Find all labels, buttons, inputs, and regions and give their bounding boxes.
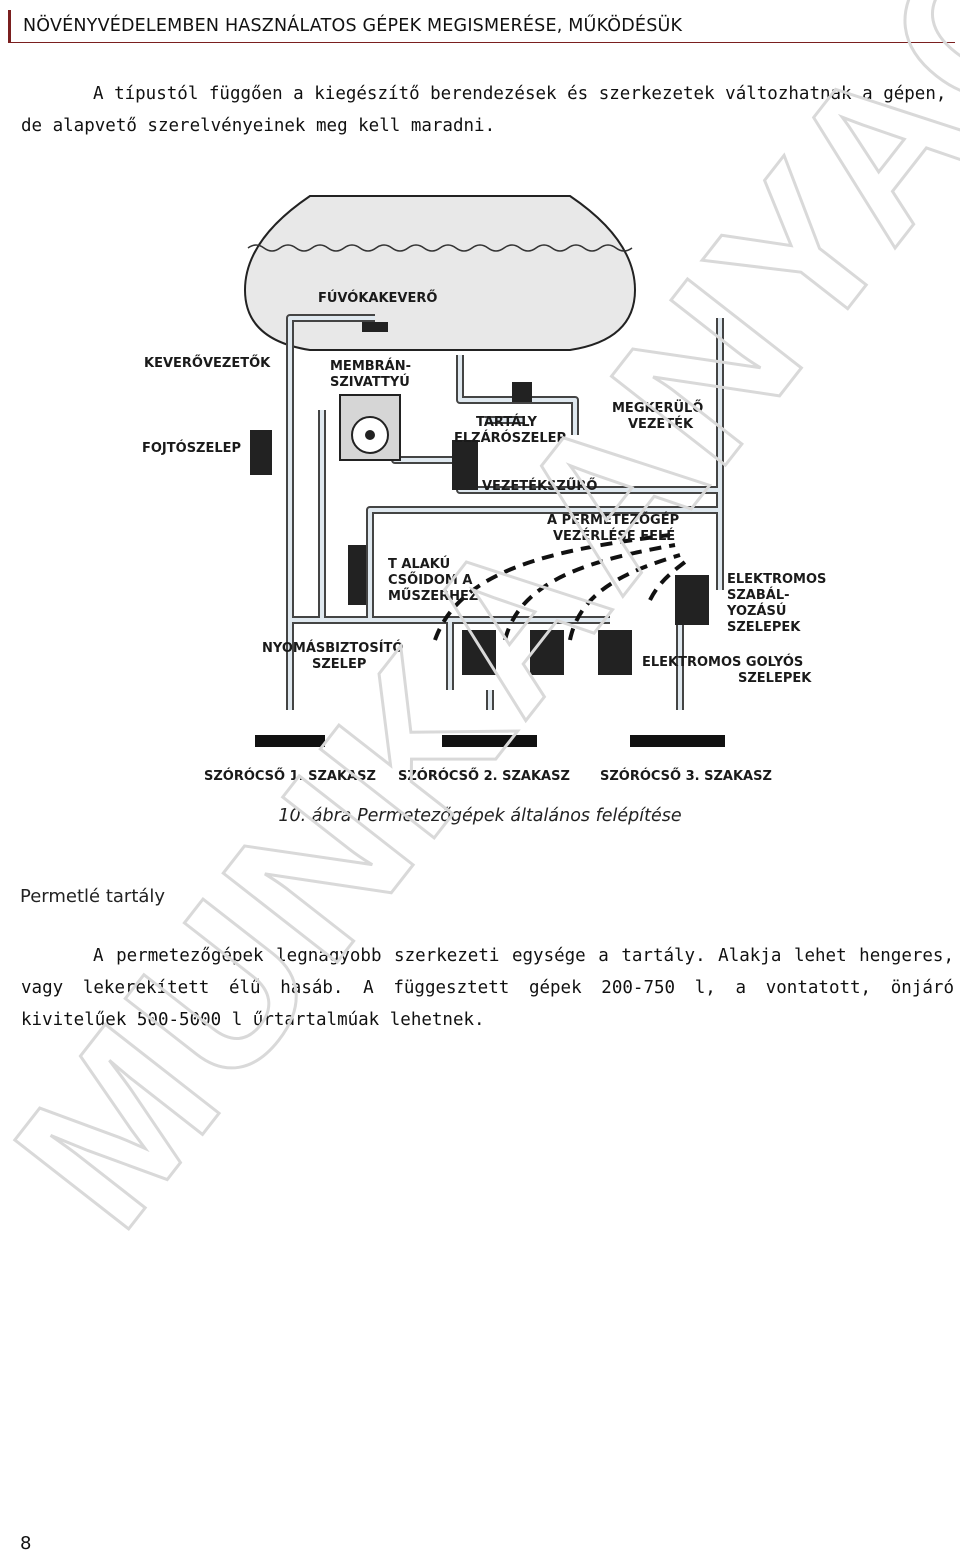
label-szorocso-2: SZÓRÓCSŐ 2. SZAKASZ: [398, 768, 570, 784]
membrane-pump-shape: [339, 394, 401, 461]
header-title: NÖVÉNYVÉDELEMBEN HASZNÁLATOS GÉPEK MEGIS…: [23, 16, 683, 36]
control-lines: [433, 533, 687, 641]
label-keverovezetok: KEVERŐVEZETŐK: [144, 355, 271, 371]
label-membran-1: MEMBRÁN-: [330, 358, 411, 374]
label-fojtoszelep: FOJTÓSZELEP: [142, 440, 241, 456]
label-fuvokakevero: FÚVÓKAKEVERŐ: [318, 290, 437, 306]
label-talaku-1: T ALAKÚ: [388, 556, 450, 572]
label-szorocso-1: SZÓRÓCSŐ 1. SZAKASZ: [204, 768, 376, 784]
label-tartaly-1: TARTÁLY: [476, 414, 538, 430]
label-megkerulo-1: MEGKERÜLŐ: [612, 400, 703, 416]
tank-shutoff-valve-shape: [512, 382, 532, 402]
throttle-valve-shape: [250, 430, 272, 475]
label-elektromos-3: YOZÁSÚ: [726, 603, 786, 619]
label-szorocso-3: SZÓRÓCSŐ 3. SZAKASZ: [600, 768, 772, 784]
intro-line-2: de alapvető szerelvényeinek meg kell mar…: [21, 116, 496, 136]
label-elektromos-2: SZABÁL-: [727, 587, 790, 603]
figure-caption: 10. ábra Permetezőgépek általános felépí…: [278, 806, 682, 826]
label-vezerles-1: A PERMETEZŐGÉP: [547, 512, 679, 528]
boom-sections: [255, 735, 725, 747]
label-talaku-2: CSŐIDOM A: [388, 572, 472, 588]
label-megkerulo-2: VEZETÉK: [628, 416, 694, 432]
label-elektromos-1: ELEKTROMOS: [727, 572, 826, 587]
label-golyos-2: SZELEPEK: [738, 671, 812, 686]
page-number: 8: [20, 1533, 32, 1554]
intro-line-1: A típustól függően a kiegészítő berendez…: [93, 84, 947, 104]
label-vezetekszuro: VEZETÉKSZŰRŐ: [482, 478, 597, 494]
line-filter-shape: [452, 440, 478, 490]
regulating-valve-shape: [675, 575, 709, 625]
label-nyomas-2: SZELEP: [312, 657, 366, 672]
label-tartaly-2: ELZÁRÓSZELEP: [454, 430, 566, 446]
liquid-level: [247, 244, 633, 252]
section-title: Permetlé tartály: [20, 886, 166, 907]
label-nyomas-1: NYOMÁSBIZTOSÍTÓ: [262, 640, 403, 656]
label-golyos-1: ELEKTROMOS GOLYÓS: [642, 654, 803, 670]
body-text: A permetezőgépek legnagyobb szerkezeti e…: [21, 946, 954, 1030]
label-membran-2: SZIVATTYÚ: [330, 374, 410, 390]
nozzle-mixer-shape: [362, 322, 388, 332]
pressure-relief-valve-shape: [348, 545, 366, 605]
sprayer-diagram-svg: FÚVÓKAKEVERŐ KEVERŐVEZETŐK MEMBRÁN- SZIV…: [142, 195, 826, 784]
tank-shape: [243, 195, 637, 351]
ball-valves-shape: [462, 630, 632, 675]
label-talaku-3: MŰSZERHEZ: [388, 588, 478, 604]
body-paragraph: A permetezőgépek legnagyobb szerkezeti e…: [21, 940, 954, 1036]
intro-paragraph: A típustól függően a kiegészítő berendez…: [21, 78, 954, 142]
sprayer-diagram: FÚVÓKAKEVERŐ KEVERŐVEZETŐK MEMBRÁN- SZIV…: [130, 190, 850, 790]
page-header: NÖVÉNYVÉDELEMBEN HASZNÁLATOS GÉPEK MEGIS…: [8, 10, 955, 43]
label-vezerles-2: VEZÉRLÉSE FELÉ: [553, 528, 675, 544]
label-elektromos-4: SZELEPEK: [727, 620, 801, 635]
